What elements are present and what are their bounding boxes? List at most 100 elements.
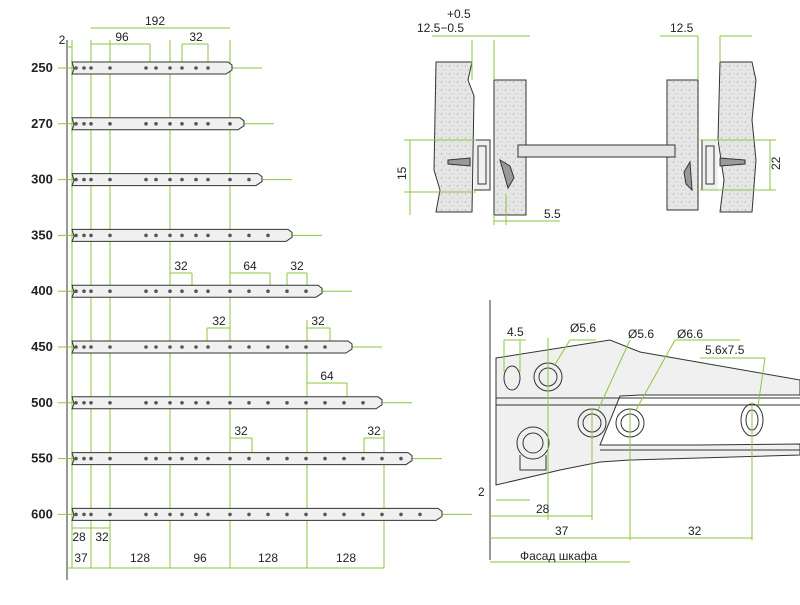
- dim-550-b: 32: [367, 424, 381, 438]
- dim-22: 22: [769, 156, 783, 170]
- rail-hole: [108, 512, 112, 517]
- rail-hole: [206, 233, 210, 238]
- dim-400-c: 32: [290, 259, 304, 273]
- rail-hole: [304, 456, 308, 461]
- rail-hole: [144, 456, 148, 461]
- dim-128-c: 128: [336, 551, 356, 565]
- rail-hole: [108, 177, 112, 182]
- rail-hole: [180, 456, 184, 461]
- dim-d6-6: Ø6.6: [677, 327, 703, 341]
- rail-hole: [144, 345, 148, 349]
- rail-hole: [89, 401, 93, 405]
- rail-hole: [144, 177, 148, 182]
- rail-hole: [380, 456, 384, 461]
- rail-hole: [154, 401, 158, 405]
- rail-hole: [144, 66, 148, 70]
- screw-icon: [447, 157, 746, 192]
- rail-row: 270: [31, 116, 274, 131]
- rail-hole: [285, 401, 289, 405]
- rail-hole: [168, 345, 172, 349]
- rail-hole: [89, 512, 93, 517]
- dim-400-b: 64: [243, 259, 257, 273]
- rail-body: [71, 452, 413, 466]
- drawer-bottom: [517, 144, 676, 158]
- rail-length-label: 400: [31, 283, 53, 298]
- rail-hole: [361, 456, 365, 461]
- rail-hole: [247, 177, 251, 182]
- rail-hole: [194, 456, 198, 461]
- rail-hole: [206, 512, 210, 517]
- row-dimension-labels: 32 64 32 32 32 64 32 32: [174, 259, 381, 438]
- tol-minus: 12.5−0.5: [417, 21, 464, 35]
- rail-hole: [74, 456, 78, 461]
- rail-hole: [144, 401, 148, 405]
- rail-hole: [82, 66, 86, 70]
- rail-hole: [266, 512, 270, 517]
- rail-hole: [74, 512, 78, 517]
- rail-row: 600: [31, 506, 472, 521]
- rail-hole: [82, 345, 86, 349]
- rail-body: [71, 173, 263, 187]
- rail-hole: [82, 122, 86, 126]
- rail-hole: [82, 401, 86, 405]
- rail-row: 250: [31, 60, 262, 75]
- dim-128-b: 128: [258, 551, 278, 565]
- rail-hole: [168, 233, 172, 238]
- rail-hole: [89, 66, 93, 70]
- row-dimensions: [170, 272, 384, 458]
- rail-hole: [154, 122, 158, 126]
- rail-hole: [323, 512, 327, 517]
- rail-hole: [180, 233, 184, 238]
- rail-hole: [74, 401, 78, 405]
- rail-hole: [180, 289, 184, 294]
- bottom-dimensions: 28 32 37 128 96 128 128: [67, 527, 384, 569]
- rail-length-label: 500: [31, 395, 53, 410]
- rail-hole: [108, 289, 112, 294]
- rail-hole: [168, 512, 172, 517]
- rail-row: 350: [31, 227, 322, 242]
- rail-hole: [228, 345, 232, 349]
- rail-detail: [495, 339, 800, 486]
- rail-hole: [168, 401, 172, 405]
- rail-hole: [168, 456, 172, 461]
- rail-hole: [266, 345, 270, 349]
- dim-32b: 32: [95, 530, 109, 544]
- rail-hole: [399, 512, 403, 517]
- dim-96: 96: [115, 30, 129, 44]
- rail-hole: [418, 512, 422, 517]
- rail-hole: [206, 345, 210, 349]
- rail-hole: [154, 289, 158, 294]
- rail-length-label: 600: [31, 506, 53, 521]
- rail-hole: [206, 289, 210, 294]
- facade-label: Фасад шкафа: [520, 549, 597, 563]
- dim-32: 32: [189, 30, 203, 44]
- rail-row: 300: [31, 172, 292, 187]
- dim-550-a: 32: [234, 424, 248, 438]
- rail-hole: [144, 512, 148, 517]
- left-cabinet-panel: [433, 61, 475, 213]
- dim-96b: 96: [193, 551, 207, 565]
- rail-hole: [323, 456, 327, 461]
- left-drawer-side: [493, 79, 527, 216]
- rail-row: 550: [31, 451, 442, 466]
- rail-hole: [194, 177, 198, 182]
- rail-hole: [108, 401, 112, 405]
- rail-length-label: 270: [31, 116, 53, 131]
- rail-hole: [323, 401, 327, 405]
- rail-hole: [74, 345, 78, 349]
- rail-hole: [228, 289, 232, 294]
- rail-hole: [154, 66, 158, 70]
- rail-hole: [194, 233, 198, 238]
- rail-hole: [108, 66, 112, 70]
- rail-hole: [89, 122, 93, 126]
- dim-2b: 2: [478, 485, 485, 499]
- dim-500-a: 64: [320, 369, 334, 383]
- rail-length-chart: 192 96 32 2: [31, 14, 472, 580]
- dim-192: 192: [145, 14, 165, 28]
- rail-hole: [361, 401, 365, 405]
- dim-28: 28: [72, 530, 86, 544]
- dim-450-a: 32: [212, 314, 226, 328]
- rail-hole: [82, 233, 86, 238]
- rail-hole: [180, 345, 184, 349]
